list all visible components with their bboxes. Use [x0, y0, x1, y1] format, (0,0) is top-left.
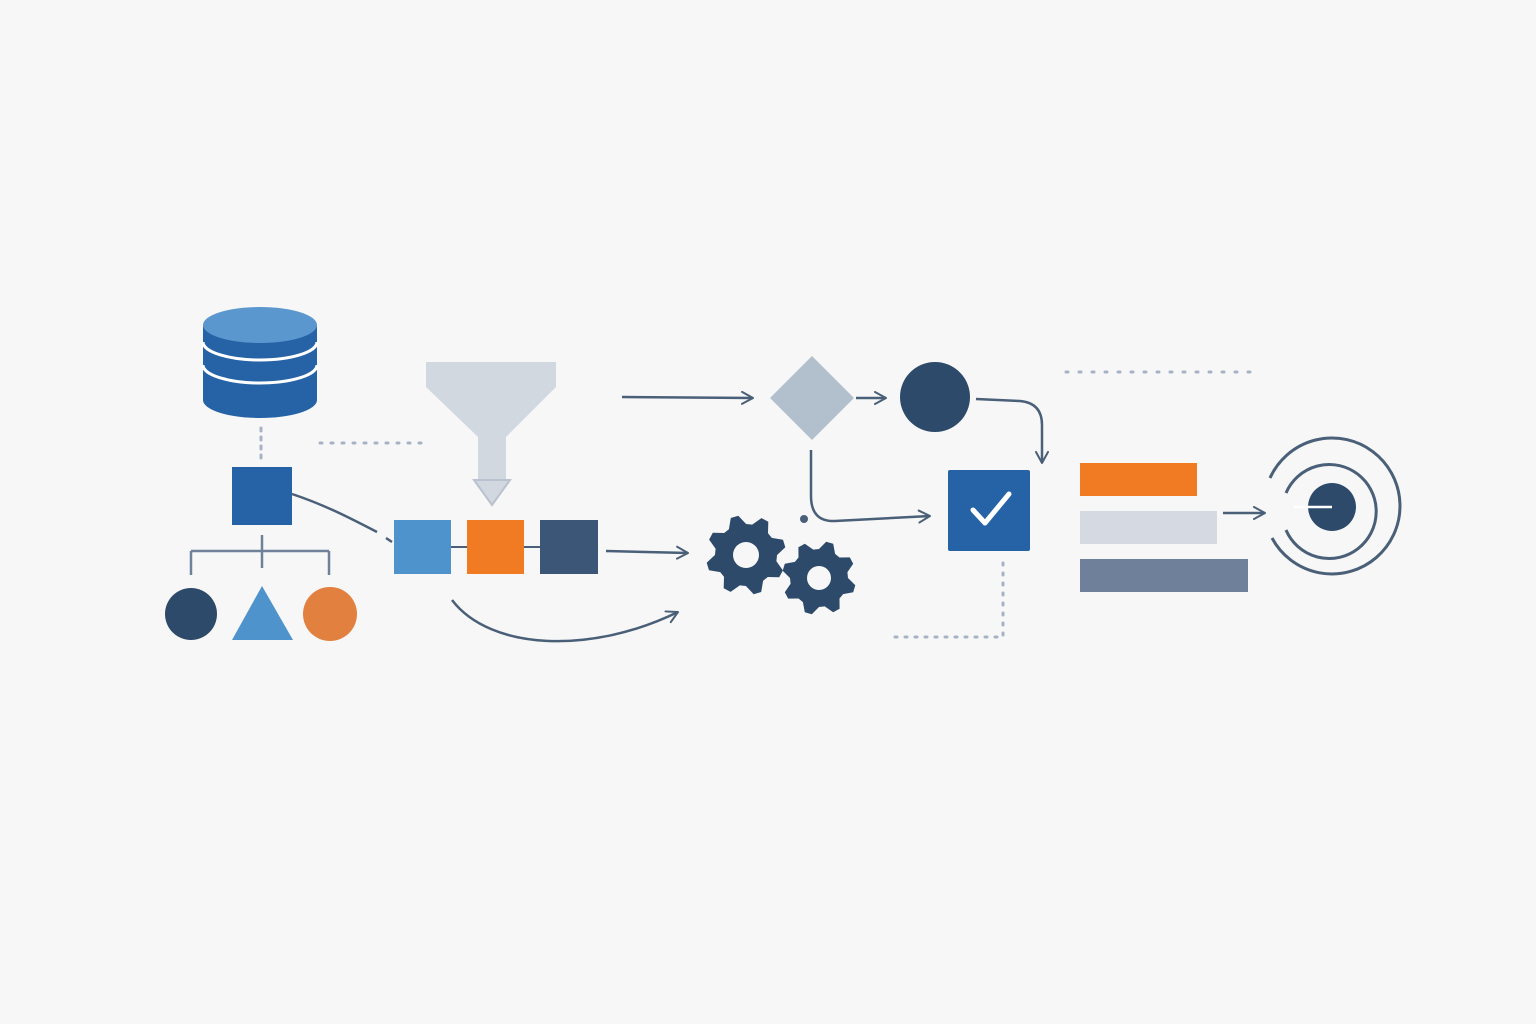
target-icon	[1268, 436, 1402, 576]
connector-arrow	[809, 450, 931, 524]
tree-connector	[189, 535, 331, 575]
bar-item	[1080, 463, 1197, 496]
dotted-connector	[893, 561, 1005, 639]
decision-diamond-icon	[770, 356, 854, 440]
triangle-icon	[232, 586, 293, 640]
connector-line	[385, 536, 393, 544]
connector-arrow	[975, 397, 1049, 464]
connector-arrow	[451, 599, 679, 643]
connector-arrow	[621, 390, 754, 405]
queue-square-icon	[394, 520, 451, 574]
bar-item	[1080, 559, 1248, 592]
check-icon	[948, 470, 1030, 551]
gear-icon-hole	[807, 566, 831, 590]
dot-icon	[800, 515, 808, 523]
connector-line	[291, 492, 378, 534]
bar-list-icon	[1080, 463, 1248, 592]
queue-blocks	[394, 520, 598, 574]
queue-square-icon	[540, 520, 598, 574]
gear-icon-hole	[733, 542, 759, 568]
connector-arrow	[605, 545, 689, 560]
database-icon	[201, 307, 319, 418]
orange-circle-icon	[303, 587, 357, 641]
node-circle-icon	[900, 362, 970, 432]
bar-item	[1080, 511, 1217, 544]
queue-square-icon	[467, 520, 524, 574]
funnel-icon	[426, 362, 556, 507]
navy-circle-icon	[165, 588, 217, 640]
gears-icon	[706, 515, 856, 615]
entity-square-icon	[232, 467, 292, 525]
